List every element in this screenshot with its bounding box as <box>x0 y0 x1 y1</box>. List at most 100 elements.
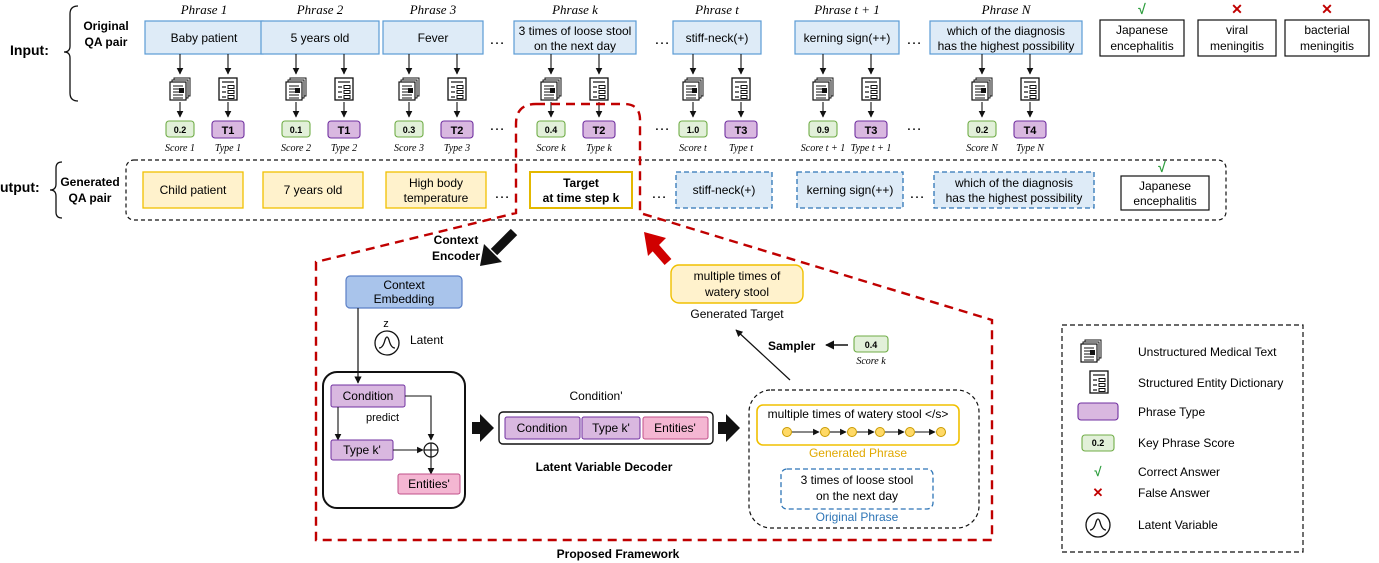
condition-prime-label: Condition' <box>570 389 623 403</box>
answer-text-2: meningitis <box>1300 39 1354 53</box>
generated-target-arrow <box>644 232 672 265</box>
token-node <box>936 427 946 437</box>
cross-icon: ✕ <box>1321 1 1333 17</box>
token-node <box>875 427 885 437</box>
decoder-to-output-arrow <box>718 414 740 442</box>
latent-icon <box>1085 512 1111 538</box>
generated-text: stiff-neck(+) <box>693 183 756 197</box>
decoder-type-box <box>581 416 641 440</box>
condition-to-merge-line <box>405 395 435 441</box>
generated-box <box>385 171 487 209</box>
generated-target-text-1: multiple times of <box>694 269 781 283</box>
score-value: 0.9 <box>817 125 830 135</box>
legend-label: False Answer <box>1138 486 1210 500</box>
dictionary-icon <box>731 77 751 101</box>
framework-outline <box>314 102 994 542</box>
context-encoder-label-2: Encoder <box>432 249 480 263</box>
original-phrase-text-2: on the next day <box>816 489 898 503</box>
type-badge <box>724 120 758 139</box>
sampler-score-label: Score k <box>856 356 886 367</box>
input-label: Input: <box>10 42 49 58</box>
score-value: 0.3 <box>403 125 416 135</box>
document-icon <box>682 77 704 101</box>
phrase-header: Phrase k <box>551 2 598 17</box>
document-icon <box>285 77 307 101</box>
legend-item: √ Correct Answer <box>1094 464 1220 479</box>
dictionary-icon <box>447 77 467 101</box>
dictionary-icon <box>589 77 609 101</box>
score-badge <box>967 120 997 138</box>
cross-icon: ✕ <box>1231 1 1243 17</box>
phrase-text-2: on the next day <box>534 39 616 53</box>
decoder-output-block <box>748 389 980 529</box>
generated-box <box>796 171 904 209</box>
type-value: T3 <box>735 125 748 137</box>
answer-text-1: bacterial <box>1304 23 1349 37</box>
generated-answer-text-1: Japanese <box>1139 179 1191 193</box>
score-value: 0.2 <box>174 125 187 135</box>
type-label: Type 1 <box>215 143 241 154</box>
type-value: T4 <box>1024 125 1038 137</box>
legend-label: Unstructured Medical Text <box>1138 345 1277 359</box>
generated-phrase: stiff-neck(+) <box>675 171 773 209</box>
score-label: Score k <box>536 143 566 154</box>
document-icon <box>169 77 191 101</box>
input-brace <box>63 5 79 102</box>
original-phrase-text-1: 3 times of loose stool <box>801 473 914 487</box>
token-node <box>820 427 830 437</box>
type-label: Type 3 <box>444 143 470 154</box>
original-label-2: QA pair <box>85 35 128 49</box>
legend-label: Latent Variable <box>1138 518 1218 532</box>
legend-item: 0.2 Key Phrase Score <box>1081 434 1235 452</box>
type-badge <box>327 120 361 139</box>
legend-label: Phrase Type <box>1138 405 1205 419</box>
decoder-entities-label: Entities' <box>654 421 696 435</box>
answer-box <box>1197 19 1277 57</box>
type-value: T2 <box>451 125 464 137</box>
context-embedding-label-2: Embedding <box>374 292 435 306</box>
ellipsis: … <box>654 31 670 48</box>
decoder-condition-label: Condition <box>517 421 568 435</box>
generated-text-2: at time step k <box>543 191 620 205</box>
dictionary-icon <box>1020 77 1040 101</box>
legend-label: Correct Answer <box>1138 465 1220 479</box>
type-label: Type 2 <box>331 143 357 154</box>
generated-box <box>142 171 244 209</box>
answer-text-1: viral <box>1226 23 1248 37</box>
generated-text-1: High body <box>409 176 463 190</box>
score-badge <box>536 120 566 138</box>
decoder-condition-box <box>504 416 581 440</box>
ellipsis: … <box>654 117 670 134</box>
generated-label-1: Generated <box>60 175 119 189</box>
check-icon: √ <box>1094 464 1102 479</box>
document-icon <box>540 77 562 101</box>
answer-text-2: encephalitis <box>1110 39 1173 53</box>
type-label: Type t + 1 <box>851 143 892 154</box>
type-value: T3 <box>865 125 878 137</box>
sampler-score-value: 0.4 <box>865 340 878 350</box>
legend-cross-mark: ✕ <box>1093 485 1104 500</box>
ellipsis: … <box>651 185 667 202</box>
legend-label: Key Phrase Score <box>1138 436 1235 450</box>
generated-target-box <box>670 264 804 304</box>
sampler-label: Sampler <box>768 339 816 353</box>
latent-icon <box>374 330 400 356</box>
type-label: Type t <box>729 143 753 154</box>
legend-score-value: 0.2 <box>1092 438 1105 448</box>
legend-item: Unstructured Medical Text <box>1080 339 1277 363</box>
score-value: 0.4 <box>545 125 558 135</box>
type-value: T2 <box>593 125 606 137</box>
generated-target-text-2: watery stool <box>704 285 769 299</box>
condition-block <box>322 371 466 509</box>
score-label: Score t <box>679 143 707 154</box>
dictionary-icon <box>861 77 881 101</box>
context-encoder-arrow <box>480 228 518 266</box>
entities-label: Entities' <box>408 477 450 491</box>
